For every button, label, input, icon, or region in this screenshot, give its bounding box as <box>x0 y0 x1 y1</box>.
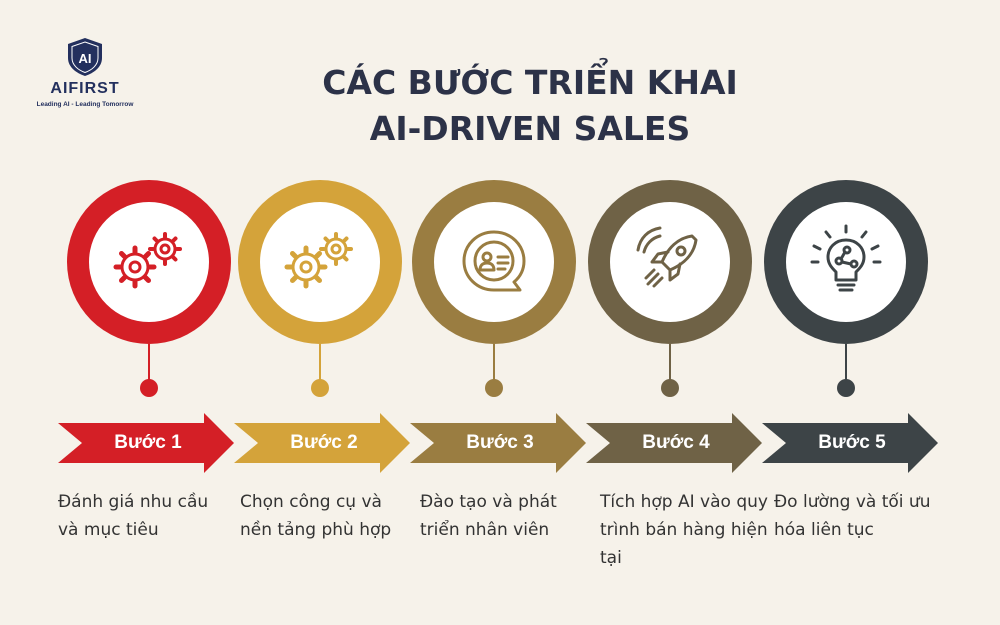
step-4-icon-holder <box>610 202 730 322</box>
step-5-connector <box>845 344 847 384</box>
step-1-arrow: Bước 1 <box>58 413 234 473</box>
step-5-dot <box>837 379 855 397</box>
step-3-arrow: Bước 3 <box>410 413 586 473</box>
step-1-dot <box>140 379 158 397</box>
step-1-label: Bước 1 <box>114 432 182 453</box>
step-1-circle <box>67 180 231 344</box>
lightbulb-icon <box>810 224 882 292</box>
step-4-label: Bước 4 <box>642 432 710 453</box>
step-4-circle <box>588 180 752 344</box>
step-3-connector <box>493 344 495 384</box>
step-5-circle <box>764 180 928 344</box>
step-4-arrow: Bước 4 <box>586 413 762 473</box>
profile-chat-icon <box>462 230 526 292</box>
gears-icon <box>113 232 182 289</box>
step-2-description: Chọn công cụ và nền tảng phù hợp <box>240 492 392 540</box>
step-3-description: Đào tạo và phát triển nhân viên <box>420 492 557 540</box>
step-3-circle <box>412 180 576 344</box>
gears-icon <box>284 232 353 289</box>
brand-logo: AI AIFIRST Leading AI - Leading Tomorrow <box>30 36 140 108</box>
step-4-description: Tích hợp AI vào quy trình bán hàng hiện … <box>600 492 768 568</box>
step-3-dot <box>485 379 503 397</box>
step-2-connector <box>319 344 321 384</box>
page-title-line-2: AI-DRIVEN SALES <box>369 109 691 148</box>
step-5-icon-holder <box>786 202 906 322</box>
step-2-icon-holder <box>260 202 380 322</box>
shield-logo-icon: AI <box>68 38 102 76</box>
step-5-arrow: Bước 5 <box>762 413 938 473</box>
step-5-label: Bước 5 <box>818 432 886 453</box>
logo-monogram: AI <box>79 51 92 66</box>
step-1-description: Đánh giá nhu cầu và mục tiêu <box>58 492 209 540</box>
step-1-connector <box>148 344 150 384</box>
step-3-icon-holder <box>434 202 554 322</box>
step-2-circle <box>238 180 402 344</box>
step-4-connector <box>669 344 671 384</box>
brand-tagline: Leading AI - Leading Tomorrow <box>36 101 134 108</box>
step-4-dot <box>661 379 679 397</box>
step-1-icon-holder <box>89 202 209 322</box>
step-2-arrow: Bước 2 <box>234 413 410 473</box>
step-2-label: Bước 2 <box>290 432 358 453</box>
step-5-description: Đo lường và tối ưu hóa liên tục <box>774 492 931 540</box>
page-title-line-1: CÁC BƯỚC TRIỂN KHAI <box>322 63 738 102</box>
rocket-icon <box>636 226 698 288</box>
step-3-label: Bước 3 <box>466 432 534 453</box>
step-2-dot <box>311 379 329 397</box>
brand-name: AIFIRST <box>50 80 120 97</box>
